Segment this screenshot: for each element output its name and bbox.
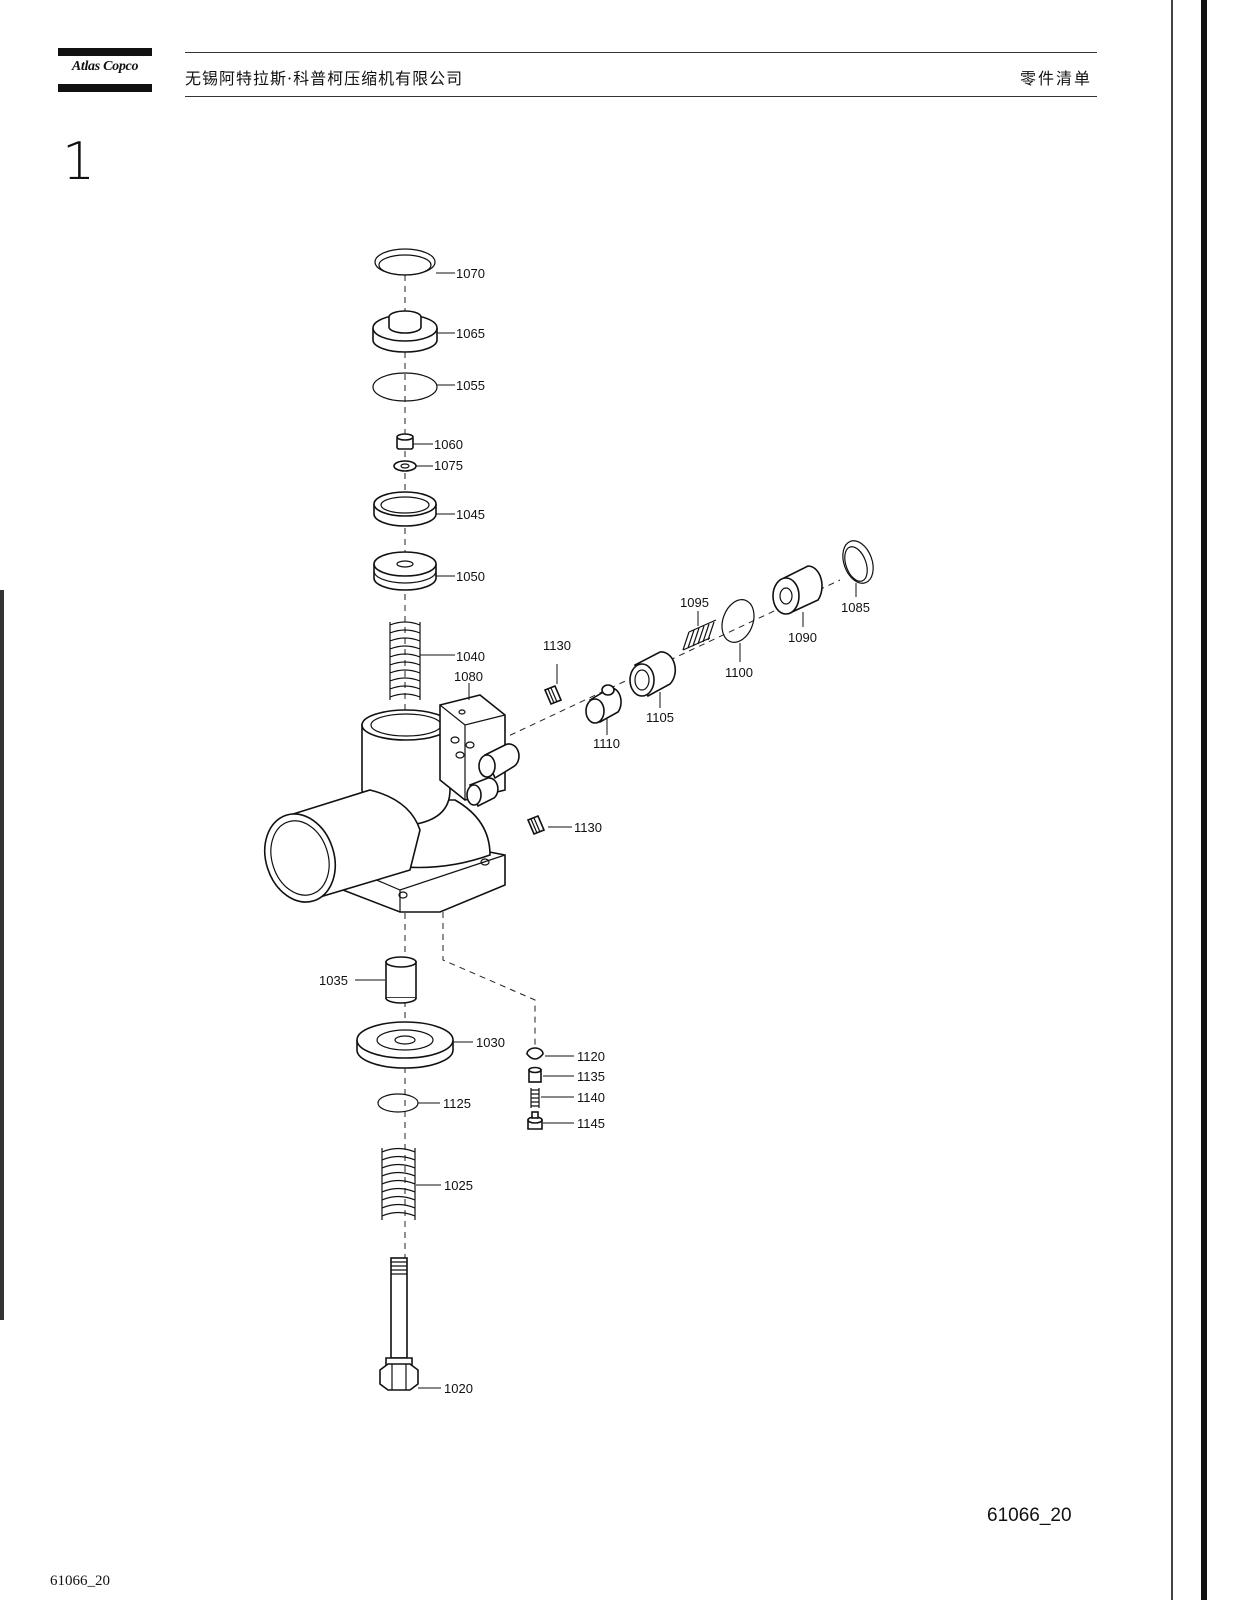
label-1130-lower: 1130 [574, 820, 602, 835]
document-title: 零件清单 [1019, 69, 1092, 88]
label-1090: 1090 [788, 630, 817, 645]
part-1120-ball [526, 1047, 544, 1060]
label-1045: 1045 [456, 507, 485, 522]
part-1055-o-ring [372, 372, 438, 402]
scan-edge-inner [1171, 0, 1173, 1600]
label-1035: 1035 [319, 973, 348, 988]
part-1100-o-ring [721, 599, 755, 643]
scan-edge-left [0, 590, 4, 1320]
leader-lines [355, 272, 857, 1389]
label-1110: 1110 [593, 736, 620, 751]
company-name: 无锡阿特拉斯·科普柯压缩机有限公司 [185, 69, 464, 88]
part-1030-diaphragm [356, 1021, 454, 1069]
pilot-axis [442, 912, 536, 1045]
label-1025: 1025 [444, 1178, 473, 1193]
label-1130-upper: 1130 [543, 638, 571, 653]
part-1070-retaining-ring [374, 248, 436, 276]
part-1085-retaining-ring [842, 540, 874, 584]
label-1075: 1075 [434, 458, 463, 473]
part-1130-plug-upper [543, 684, 563, 706]
part-1020-bolt [379, 1257, 419, 1391]
logo-bar-bottom [58, 84, 152, 92]
part-1035-sleeve [385, 956, 417, 1004]
atlas-copco-logo: Atlas Copco [58, 48, 152, 92]
logo-bar-top [58, 48, 152, 56]
label-1065: 1065 [456, 326, 485, 341]
part-1065-cover [372, 310, 438, 353]
part-1130-plug-lower [526, 814, 546, 836]
label-1085: 1085 [841, 600, 870, 615]
valve-body [264, 694, 520, 913]
label-1020: 1020 [444, 1381, 473, 1396]
part-1095-spring [682, 619, 717, 651]
part-1105-bushing [629, 651, 677, 698]
label-1070: 1070 [456, 266, 485, 281]
part-1025-spring [381, 1147, 416, 1220]
label-1145: 1145 [577, 1116, 605, 1131]
scan-edge-right [1201, 0, 1207, 1600]
part-1075-washer [393, 460, 417, 472]
part-1045-seal-ring [373, 491, 437, 527]
part-1110-valve-seat [585, 684, 622, 724]
label-1030: 1030 [476, 1035, 505, 1050]
label-1140: 1140 [577, 1090, 605, 1105]
label-1120: 1120 [577, 1049, 605, 1064]
part-1060-nut [396, 433, 414, 450]
header-rule-bottom [185, 96, 1097, 97]
part-1140-spring [530, 1088, 540, 1108]
label-1080: 1080 [454, 669, 483, 684]
drawing-code: 61066_20 [987, 1505, 1072, 1526]
label-1050: 1050 [456, 569, 485, 584]
label-1040: 1040 [456, 649, 485, 664]
part-1050-piston [373, 551, 437, 591]
part-1040-spring [389, 621, 421, 700]
label-1095: 1095 [680, 595, 709, 610]
footer-code: 61066_20 [50, 1573, 110, 1589]
part-1145-screw [527, 1111, 543, 1130]
logo-text: Atlas Copco [71, 59, 139, 74]
label-1105: 1105 [646, 710, 674, 725]
part-1125-o-ring [377, 1093, 419, 1113]
header-rule-top [185, 52, 1097, 53]
page-number: 1 [62, 132, 96, 192]
label-1055: 1055 [456, 378, 485, 393]
label-1100: 1100 [725, 665, 753, 680]
label-1135: 1135 [577, 1069, 605, 1084]
label-1060: 1060 [434, 437, 463, 452]
part-1090-end-cap [772, 565, 823, 615]
part-1135-bush [528, 1066, 542, 1083]
label-1125: 1125 [443, 1096, 471, 1111]
